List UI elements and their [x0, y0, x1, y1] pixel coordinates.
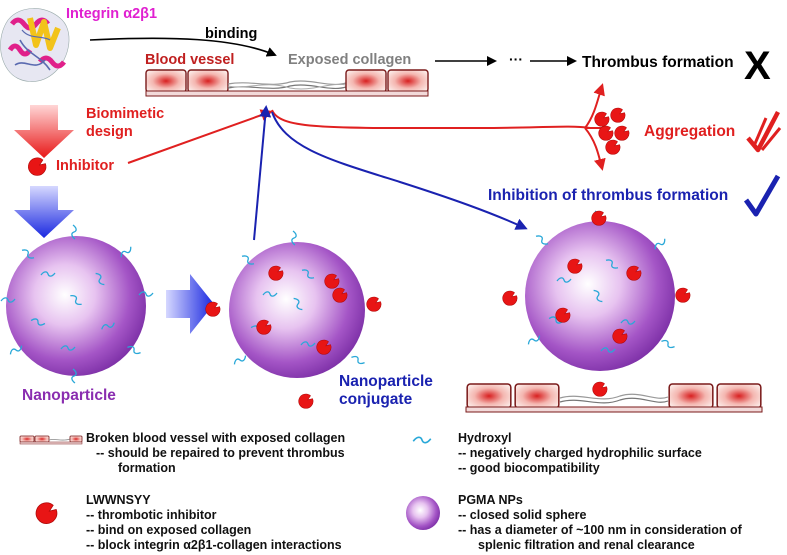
- nanoparticle-design-arrow: [14, 186, 74, 238]
- legend-peptide-desc-3: -- block integrin α2β1-collagen interact…: [86, 538, 342, 552]
- conjugation-arrow: [166, 274, 214, 334]
- crossed-check-icon: [746, 110, 782, 153]
- design-label: design: [86, 124, 133, 140]
- conjugate-to-collagen-arrow: [253, 105, 272, 241]
- legend-vessel-desc-2: formation: [118, 461, 176, 475]
- legend-pgma-desc-3: splenic filtration and renal clearance: [478, 538, 695, 552]
- exposed-collagen-label: Exposed collagen: [288, 52, 411, 68]
- legend-peptide-desc-1: -- thrombotic inhibitor: [86, 508, 217, 522]
- legend-pgma-icon: [406, 496, 440, 530]
- legend-hydroxyl-icon: [412, 436, 432, 444]
- legend-hydroxyl-desc-1: -- negatively charged hydrophilic surfac…: [458, 446, 702, 460]
- blood-vessel-top: [145, 69, 429, 97]
- integrin-protein-icon: [0, 8, 70, 82]
- legend-vessel-icon: [19, 435, 83, 445]
- aggregation-arrows: [271, 83, 610, 171]
- blue-check-icon: [743, 174, 781, 217]
- conjugate-label-line2: conjugate: [339, 391, 413, 408]
- conjugate-label-line1: Nanoparticle: [339, 373, 433, 390]
- conjugate-to-inhibition-arrow: [271, 111, 528, 230]
- legend-vessel-title: Broken blood vessel with exposed collage…: [86, 431, 346, 445]
- legend-inhibitor-icon: [31, 498, 62, 529]
- binding-arrow: [89, 37, 277, 57]
- legend-pgma-title: PGMA NPs: [458, 493, 523, 507]
- biomimetic-arrow: [14, 105, 74, 158]
- blood-vessel-label: Blood vessel: [145, 52, 234, 68]
- integrin-label: Integrin α2β1: [66, 6, 157, 22]
- legend-hydroxyl-title: Hydroxyl: [458, 431, 512, 445]
- inhibitor-icon: [24, 154, 50, 180]
- legend-pgma-desc-1: -- closed solid sphere: [458, 508, 587, 522]
- bound-conjugate-sphere: [525, 210, 676, 371]
- inhibitor-label: Inhibitor: [56, 158, 114, 174]
- thrombus-formation-label: Thrombus formation: [582, 54, 734, 71]
- biomimetic-label: Biomimetic: [86, 106, 164, 122]
- ellipsis-label: ···: [509, 51, 523, 67]
- cross-mark-icon: X: [744, 44, 771, 88]
- legend-peptide-title: LWWNSYY: [86, 493, 151, 507]
- inhibitor-to-collagen-arrow: [127, 109, 273, 164]
- legend-vessel-desc-1: -- should be repaired to prevent thrombu…: [96, 446, 345, 460]
- nanoparticle-conjugate-sphere: [229, 230, 366, 378]
- aggregation-label: Aggregation: [644, 123, 735, 140]
- legend-pgma-desc-2: -- has a diameter of ~100 nm in consider…: [458, 523, 742, 537]
- legend-peptide-desc-2: -- bind on exposed collagen: [86, 523, 252, 537]
- nanoparticle-sphere: [0, 224, 154, 384]
- inhibition-label: Inhibition of thrombus formation: [488, 187, 728, 204]
- nanoparticle-label: Nanoparticle: [22, 387, 116, 404]
- binding-label: binding: [205, 26, 257, 42]
- legend-hydroxyl-desc-2: -- good biocompatibility: [458, 461, 600, 475]
- blood-vessel-bottom: [465, 383, 763, 413]
